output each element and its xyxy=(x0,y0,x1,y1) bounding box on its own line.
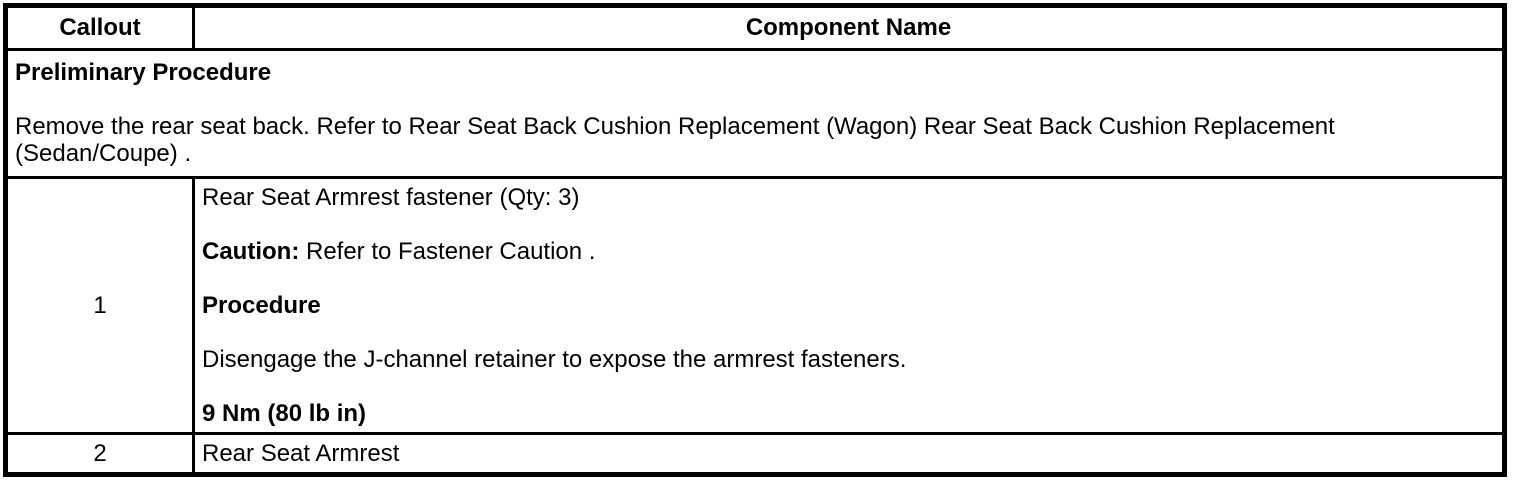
component-item-text: Rear Seat Armrest fastener (Qty: 3) xyxy=(202,184,580,211)
procedure-text: Disengage the J-channel retainer to expo… xyxy=(202,346,907,373)
preliminary-procedure-text: Remove the rear seat back. Refer to Rear… xyxy=(15,113,1335,167)
callout-number-1: 1 xyxy=(4,176,195,435)
component-cell-1: Rear Seat Armrest fastener (Qty: 3) Caut… xyxy=(192,176,1506,435)
table-row-callout-2: 2 Rear Seat Armrest xyxy=(4,432,1506,476)
caution-paragraph: Caution: Refer to Fastener Caution . xyxy=(202,238,1494,265)
table-body: Preliminary Procedure Remove the rear se… xyxy=(4,48,1506,476)
callout-component-table: Callout Component Name Preliminary Proce… xyxy=(3,3,1507,477)
caution-text: Refer to Fastener Caution . xyxy=(305,238,596,265)
column-header-callout: Callout xyxy=(4,4,195,51)
table-row-callout-1: 1 Rear Seat Armrest fastener (Qty: 3) Ca… xyxy=(4,176,1506,435)
preliminary-procedure-title: Preliminary Procedure xyxy=(15,59,272,86)
preliminary-procedure-row: Preliminary Procedure Remove the rear se… xyxy=(4,48,1506,179)
column-header-component-name: Component Name xyxy=(192,4,1506,51)
header-row: Callout Component Name xyxy=(4,4,1506,51)
callout-number-2: 2 xyxy=(4,432,195,476)
caution-label: Caution: xyxy=(202,238,300,265)
preliminary-procedure-cell: Preliminary Procedure Remove the rear se… xyxy=(4,48,1506,179)
component-cell-2: Rear Seat Armrest xyxy=(192,432,1506,476)
procedure-title: Procedure xyxy=(202,292,321,319)
torque-spec: 9 Nm (80 lb in) xyxy=(202,400,367,427)
table-header: Callout Component Name xyxy=(4,4,1506,51)
